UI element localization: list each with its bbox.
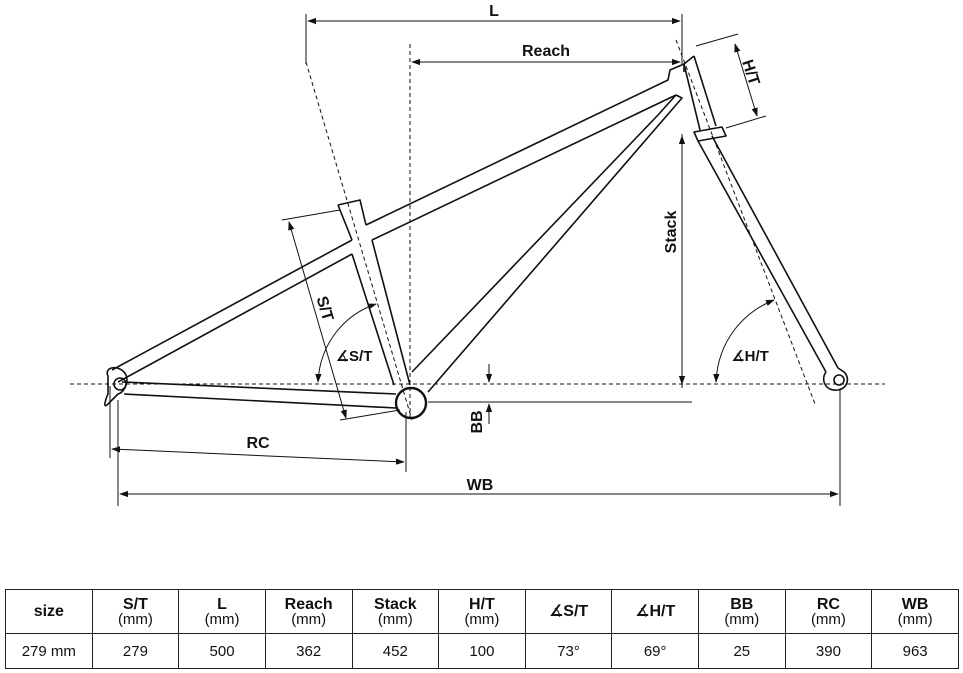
rear-axle: [113, 377, 127, 391]
table-row: 279 mm 279 500 362 452 100 73° 69° 25 39…: [5, 633, 959, 669]
bike-geometry-diagram: L Reach H/T Stack S/T ∡S/T ∡H/T BB RC WB: [70, 3, 885, 506]
reach-label: Reach: [522, 43, 570, 60]
cell-size: 279 mm: [5, 633, 93, 669]
header-bb: BB(mm): [698, 589, 786, 634]
cell-st: 279: [91, 633, 180, 669]
st-angle-label: ∡S/T: [336, 348, 373, 365]
cell-st-angle: 73°: [524, 633, 613, 669]
geometry-table: size S/T(mm) L(mm) Reach(mm) Stack(mm) H…: [5, 589, 959, 669]
seat-stay: [111, 239, 353, 383]
bike-frame: [104, 55, 849, 420]
st-dimension: [288, 221, 347, 419]
cell-ht: 100: [438, 633, 526, 669]
bottom-bracket: [394, 386, 428, 420]
down-tube: [411, 94, 683, 393]
header-l: L(mm): [178, 589, 266, 634]
header-st: S/T(mm): [91, 589, 180, 634]
ht-dimension: [734, 43, 758, 117]
header-size: size: [5, 589, 93, 634]
cell-l: 500: [178, 633, 266, 669]
front-axle: [833, 374, 845, 386]
ht-label: H/T: [738, 58, 762, 88]
st-angle-arc: [315, 303, 377, 383]
rc-label: RC: [246, 435, 270, 452]
rear-dropout: [104, 366, 128, 407]
header-st-angle: ∡S/T: [524, 589, 613, 634]
l-label: L: [489, 3, 499, 20]
head-tube: [683, 55, 727, 142]
header-ht: H/T(mm): [438, 589, 526, 634]
geometry-table-header-row: size S/T(mm) L(mm) Reach(mm) Stack(mm) H…: [5, 589, 959, 634]
wb-label: WB: [467, 477, 494, 494]
header-rc: RC(mm): [784, 589, 873, 634]
bb-label: BB: [469, 410, 486, 433]
ht-angle-label: ∡H/T: [731, 348, 769, 365]
stack-label: Stack: [663, 211, 680, 254]
chain-stay: [121, 381, 397, 409]
cell-bb: 25: [698, 633, 786, 669]
ht-angle-arc: [713, 299, 775, 383]
st-label: S/T: [313, 294, 337, 323]
rc-dimension: [111, 446, 405, 465]
cell-reach: 362: [264, 633, 353, 669]
header-ht-angle: ∡H/T: [611, 589, 699, 634]
header-stack: Stack(mm): [351, 589, 440, 634]
header-reach: Reach(mm): [264, 589, 353, 634]
fork: [697, 135, 849, 391]
cell-ht-angle: 69°: [611, 633, 699, 669]
dimension-lines: [111, 17, 839, 498]
header-wb: WB(mm): [871, 589, 959, 634]
cell-rc: 390: [784, 633, 873, 669]
cell-stack: 452: [351, 633, 440, 669]
cell-wb: 963: [871, 633, 959, 669]
